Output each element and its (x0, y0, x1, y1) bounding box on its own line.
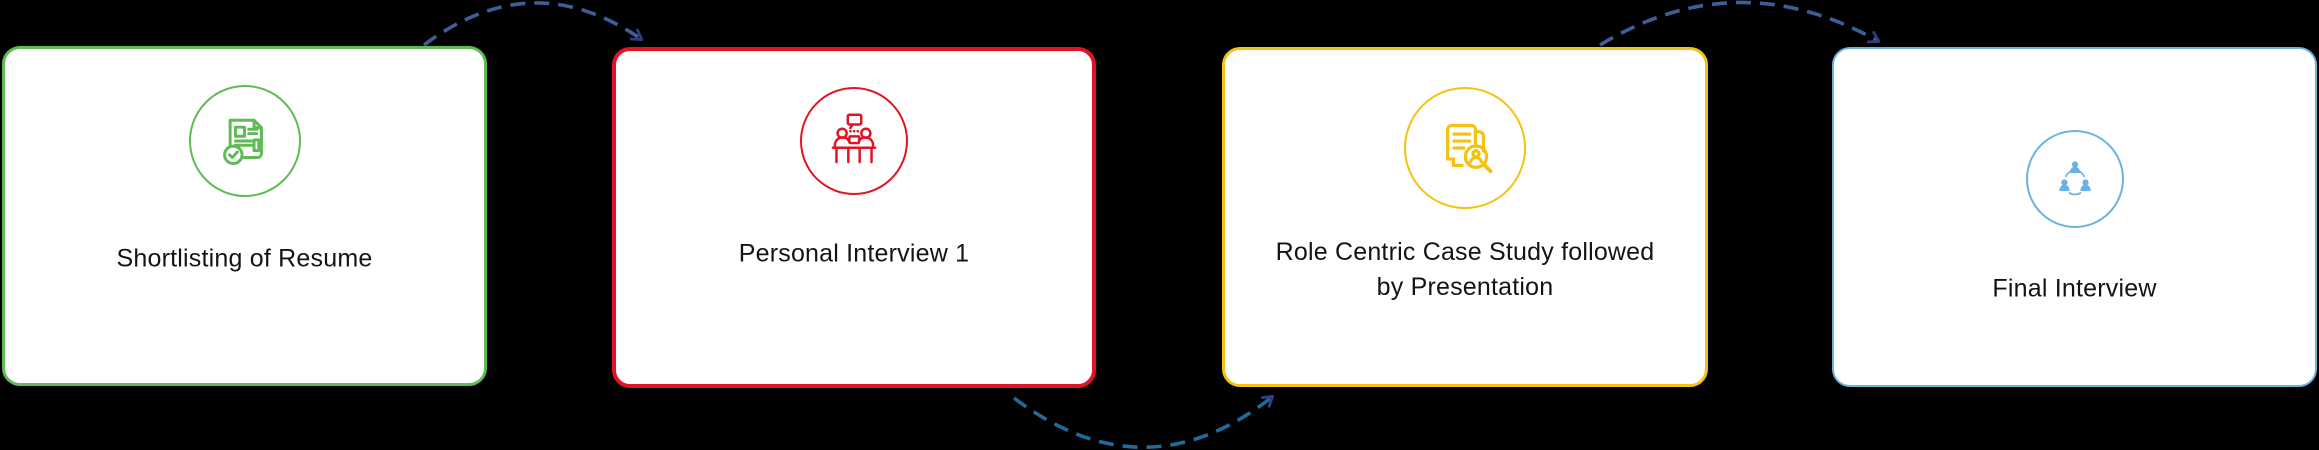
connector-arrow-step1-step2 (422, 1, 644, 47)
resume-check-icon (222, 118, 263, 166)
step-icon-circle (1404, 87, 1526, 209)
step-icon-circle (2025, 130, 2124, 228)
step-label: Final Interview (1992, 272, 2156, 307)
connector-arrow-step3-step4 (1599, 0, 1881, 47)
step-label: Role Centric Case Study followed by Pres… (1276, 235, 1655, 305)
step-card-final-interview: Final Interview (1832, 47, 2317, 387)
team-network-icon (2058, 161, 2091, 196)
connector-arrow-step2-step3 (1012, 394, 1275, 450)
step-label: Personal Interview 1 (739, 237, 970, 272)
step-card-shortlisting-of-resume: Shortlisting of Resume (2, 46, 487, 386)
step-label-line: Personal Interview 1 (738, 239, 970, 268)
step-label-line: Shortlisting of Resume (116, 244, 373, 273)
interview-table-icon (831, 113, 877, 164)
step-label-line: by Presentation (1376, 273, 1554, 301)
step-icon-circle (800, 87, 908, 195)
step-card-role-centric-case-study: Role Centric Case Study followed by Pres… (1222, 47, 1708, 387)
step-label-line: Role Centric Case Study followed (1275, 238, 1655, 266)
step-label-line: Final Interview (1992, 274, 2157, 303)
step-card-personal-interview-1: Personal Interview 1 (612, 47, 1096, 388)
step-icon-circle (188, 85, 301, 197)
step-label: Shortlisting of Resume (117, 242, 373, 277)
case-study-search-icon (1446, 123, 1493, 174)
